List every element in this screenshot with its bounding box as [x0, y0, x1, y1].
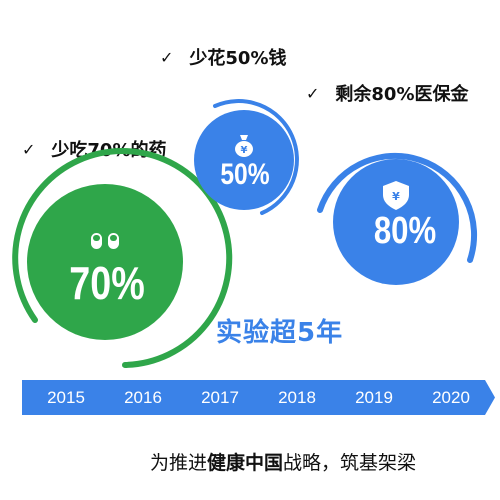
- footer-slogan: 为推进健康中国战略，筑基架梁: [150, 448, 416, 475]
- blue-large-ring: [317, 153, 477, 263]
- check-icon: ✓: [22, 139, 36, 159]
- blue-large-circle-group: ¥: [317, 153, 477, 285]
- footer-bold: 健康中国: [207, 452, 284, 474]
- green-circle-group: [12, 148, 233, 368]
- blue-small-ring: [213, 99, 299, 215]
- timeline-year-2018: 2018: [253, 380, 341, 415]
- timeline-year-2019: 2019: [330, 380, 418, 415]
- green-disc: [27, 184, 183, 340]
- money-bag-icon: ¥: [235, 135, 253, 157]
- bullet-save-money: ✓ 少花50%钱: [160, 44, 287, 70]
- bullet-text: 少花50%钱: [189, 48, 287, 69]
- green-percentage: 70%: [69, 257, 145, 309]
- svg-text:¥: ¥: [241, 145, 248, 156]
- blue-small-percentage: 50%: [220, 158, 270, 191]
- timeline-year-2020: 2020: [407, 380, 495, 415]
- timeline-year-2016: 2016: [99, 380, 187, 415]
- blue-large-percentage: 80%: [373, 210, 437, 252]
- check-icon: ✓: [160, 47, 174, 67]
- timeline-year-2015: 2015: [22, 380, 110, 415]
- pills-icon: [91, 233, 119, 249]
- shield-yen-icon: ¥: [383, 181, 409, 210]
- blue-small-circle-group: ¥: [194, 99, 299, 215]
- experiment-title: 实验超5年: [216, 318, 344, 348]
- bullet-remaining-insurance: ✓ 剩余80%医保金: [306, 80, 469, 106]
- footer-prefix: 为推进: [150, 452, 208, 474]
- check-icon: ✓: [306, 83, 320, 103]
- bullet-text: 剩余80%医保金: [335, 84, 469, 105]
- footer-suffix: 战略，筑基架梁: [283, 452, 417, 474]
- blue-small-disc: [194, 110, 294, 210]
- blue-large-disc: [333, 159, 459, 285]
- green-ring: [12, 148, 233, 368]
- svg-text:¥: ¥: [392, 190, 400, 203]
- timeline-year-2017: 2017: [176, 380, 264, 415]
